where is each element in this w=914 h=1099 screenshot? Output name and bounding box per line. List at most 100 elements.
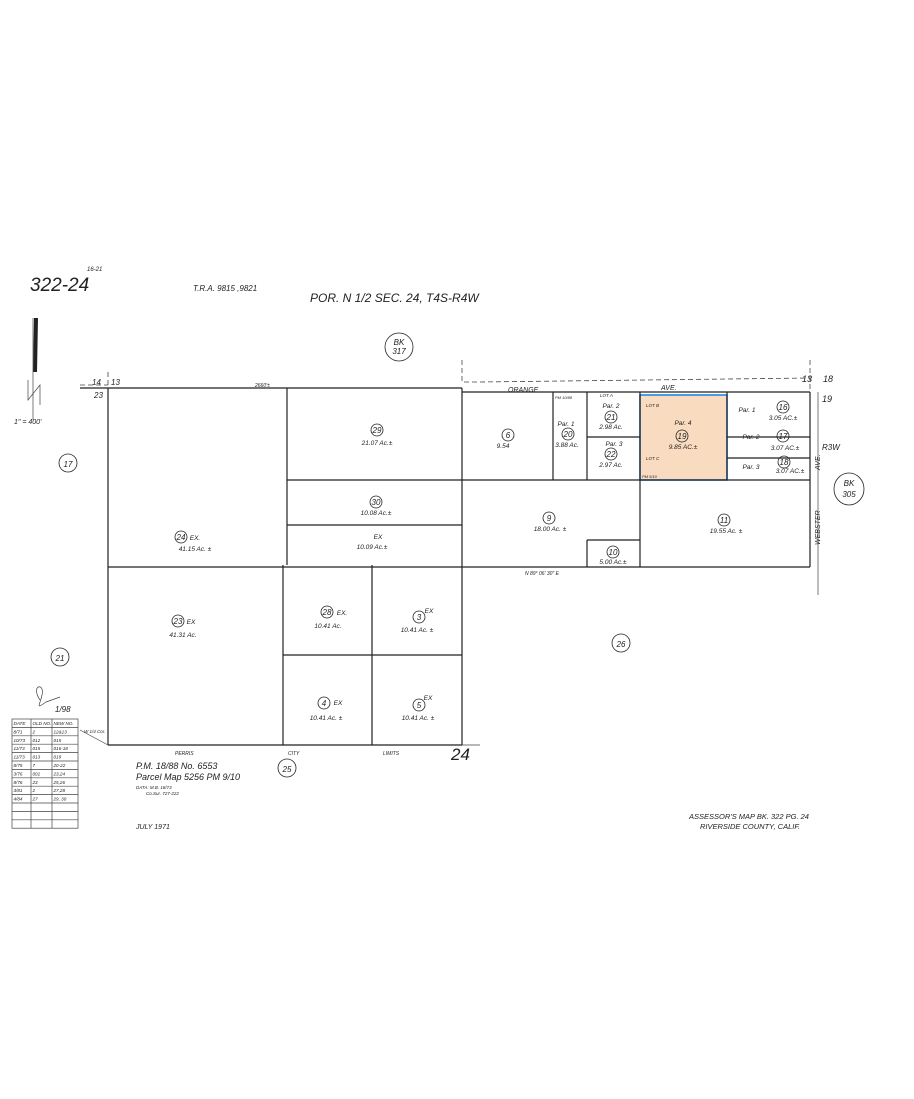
footer-date: JULY 1971 bbox=[135, 824, 170, 831]
parcel-16[interactable]: Par. 1 16 3.05 AC.± bbox=[738, 400, 798, 422]
table-cell: 015 bbox=[33, 746, 41, 751]
section-21: 21 bbox=[50, 647, 70, 667]
street-webster-ave: AVE. bbox=[815, 454, 822, 471]
north-arrow-icon bbox=[27, 318, 41, 420]
svg-text:28: 28 bbox=[322, 608, 332, 617]
table-cell: 2 bbox=[32, 788, 36, 793]
svg-text:5.00 Ac.±: 5.00 Ac.± bbox=[599, 559, 627, 566]
svg-text:24: 24 bbox=[176, 533, 186, 542]
footer-assessor: ASSESSOR'S MAP BK. 322 PG. 24 bbox=[688, 812, 809, 821]
svg-text:4: 4 bbox=[322, 699, 327, 708]
svg-text:3.07 AC.±: 3.07 AC.± bbox=[771, 445, 800, 452]
table-header: OLD NO. bbox=[33, 721, 52, 726]
parcel-9[interactable]: 918.00 Ac. ± bbox=[534, 511, 567, 533]
svg-text:25: 25 bbox=[282, 765, 292, 774]
parcel-10[interactable]: 10 5.00 Ac.± bbox=[599, 545, 627, 566]
table-cell: 12&13 bbox=[54, 729, 68, 734]
table-cell: 016-18 bbox=[54, 746, 69, 751]
limits-label: LIMITS bbox=[383, 751, 400, 757]
svg-text:5: 5 bbox=[417, 701, 422, 710]
svg-text:10.41 Ac. ±: 10.41 Ac. ± bbox=[402, 715, 435, 722]
scale: 1" = 400' bbox=[14, 419, 42, 426]
svg-text:EX: EX bbox=[424, 695, 433, 702]
svg-text:3.05 AC.±: 3.05 AC.± bbox=[769, 415, 798, 422]
svg-text:BK: BK bbox=[844, 479, 855, 488]
table-cell: 10/73 bbox=[14, 738, 26, 743]
lot-a: LOT A bbox=[600, 393, 613, 398]
signature: 1/98 bbox=[36, 686, 71, 714]
table-cell: 8/75 bbox=[14, 763, 23, 768]
svg-text:16: 16 bbox=[779, 403, 788, 412]
svg-text:18: 18 bbox=[780, 458, 789, 467]
footer-data2: Co.Sur. 727-222 bbox=[146, 791, 179, 796]
section-19: 19 bbox=[822, 394, 832, 404]
pm-top: PM 10/88 bbox=[555, 395, 573, 400]
footer-county: RIVERSIDE COUNTY, CALIF. bbox=[700, 822, 800, 831]
section-14: 14 bbox=[92, 378, 101, 387]
lot-c: LOT C bbox=[646, 456, 660, 461]
section-23: 23 bbox=[93, 391, 103, 400]
footer-pm1: P.M. 18/88 No. 6553 bbox=[136, 761, 217, 771]
section-13: 13 bbox=[111, 378, 120, 387]
parcel-lines bbox=[79, 360, 819, 746]
street-orange-ave: AVE. bbox=[660, 385, 677, 392]
svg-text:BK: BK bbox=[394, 338, 405, 347]
city-label: CITY bbox=[288, 751, 300, 757]
svg-text:10.41 Ac. ±: 10.41 Ac. ± bbox=[310, 715, 343, 722]
table-header: DATE bbox=[14, 721, 27, 726]
svg-text:20: 20 bbox=[563, 430, 573, 439]
svg-text:2.98 Ac.: 2.98 Ac. bbox=[598, 424, 623, 431]
table-cell: 7 bbox=[33, 763, 36, 768]
table-cell: 23 bbox=[32, 780, 39, 785]
svg-text:10.09 Ac.±: 10.09 Ac.± bbox=[357, 544, 388, 551]
svg-text:3: 3 bbox=[417, 613, 422, 622]
table-cell: 23,24 bbox=[53, 771, 66, 776]
bearing-bottom: N 89° 06' 30" E bbox=[525, 571, 560, 577]
parcel-6[interactable]: 69.54 bbox=[497, 428, 515, 450]
svg-text:Par. 1: Par. 1 bbox=[738, 407, 755, 414]
section-13-right: 13 bbox=[802, 374, 812, 384]
svg-text:10.08 Ac.±: 10.08 Ac.± bbox=[361, 510, 392, 517]
bearing-top: 2660'± bbox=[254, 383, 270, 389]
svg-text:30: 30 bbox=[372, 498, 381, 507]
svg-text:EX.: EX. bbox=[190, 535, 201, 542]
table-cell: 20-22 bbox=[53, 763, 66, 768]
table-border bbox=[11, 718, 79, 829]
parcel-30[interactable]: 30 10.08 Ac.± bbox=[361, 495, 392, 517]
table-cell: 001 bbox=[33, 771, 41, 776]
svg-text:21.07 Ac.±: 21.07 Ac.± bbox=[361, 440, 393, 447]
svg-text:10.41 Ac. ±: 10.41 Ac. ± bbox=[401, 627, 434, 634]
svg-text:6: 6 bbox=[506, 431, 511, 440]
page-number: 322-24 bbox=[30, 275, 89, 296]
svg-text:17: 17 bbox=[64, 460, 73, 469]
svg-text:19: 19 bbox=[678, 432, 687, 441]
book-ref-317: BK 317 bbox=[384, 332, 414, 362]
street-webster: WEBSTER bbox=[815, 510, 822, 545]
svg-text:317: 317 bbox=[392, 347, 406, 356]
parcel-5[interactable]: 5EX 10.41 Ac. ± bbox=[402, 695, 435, 722]
street-orange: ORANGE bbox=[508, 387, 539, 394]
table-cell: 25,26 bbox=[53, 780, 66, 785]
parcel-19[interactable]: Par. 4 19 9.85 AC.± bbox=[669, 420, 698, 451]
svg-text:9.85 AC.±: 9.85 AC.± bbox=[669, 444, 698, 451]
perris-label: PERRIS bbox=[175, 751, 194, 757]
svg-text:10: 10 bbox=[609, 548, 618, 557]
svg-text:19.55 Ac. ±: 19.55 Ac. ± bbox=[710, 528, 743, 535]
svg-text:Par. 1: Par. 1 bbox=[557, 421, 574, 428]
lot-b: LOT B bbox=[646, 403, 659, 408]
svg-text:Par. 4: Par. 4 bbox=[674, 420, 691, 427]
